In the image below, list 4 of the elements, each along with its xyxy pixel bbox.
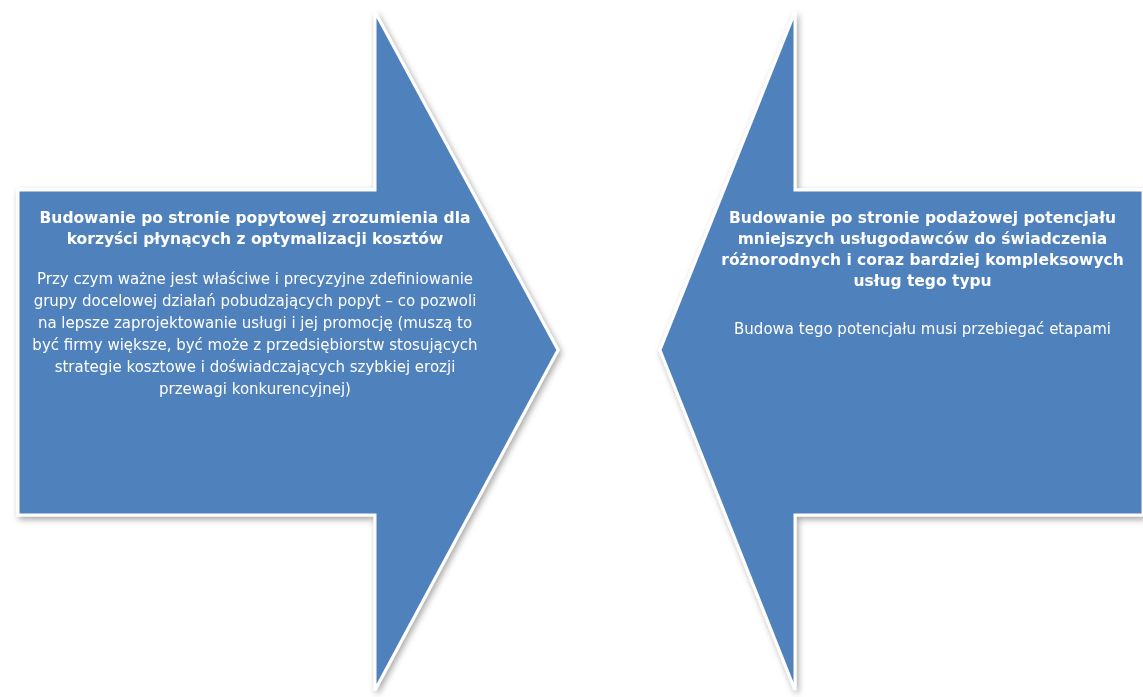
heading-text: Budowanie po stronie popytowej zrozumienia dla korzyści płynących z optymalizacji kosztów <box>38 208 472 250</box>
body-text: Budowa tego potencjału musi przebiegać etapami <box>733 319 1112 340</box>
heading-text: Budowanie po stronie podażowej potencjału mniejszych usługodawców do świadczenia różnorodnych i coraz bardziej kompleksowych usług tego typu <box>720 208 1125 292</box>
body-text: Przy czym ważne jest właściwe i precyzyjne zdefiniowanie grupy docelowej działań pobudzających popyt – co pozwoli na lepsze zaprojektowanie usługi i jej promocję (muszą to być firmy większe, być może z przedsiębiorstw stosujących strategie kosztowe i doświadczających szybkiej erozji przewagi konkurencyjnej) <box>31 269 479 400</box>
